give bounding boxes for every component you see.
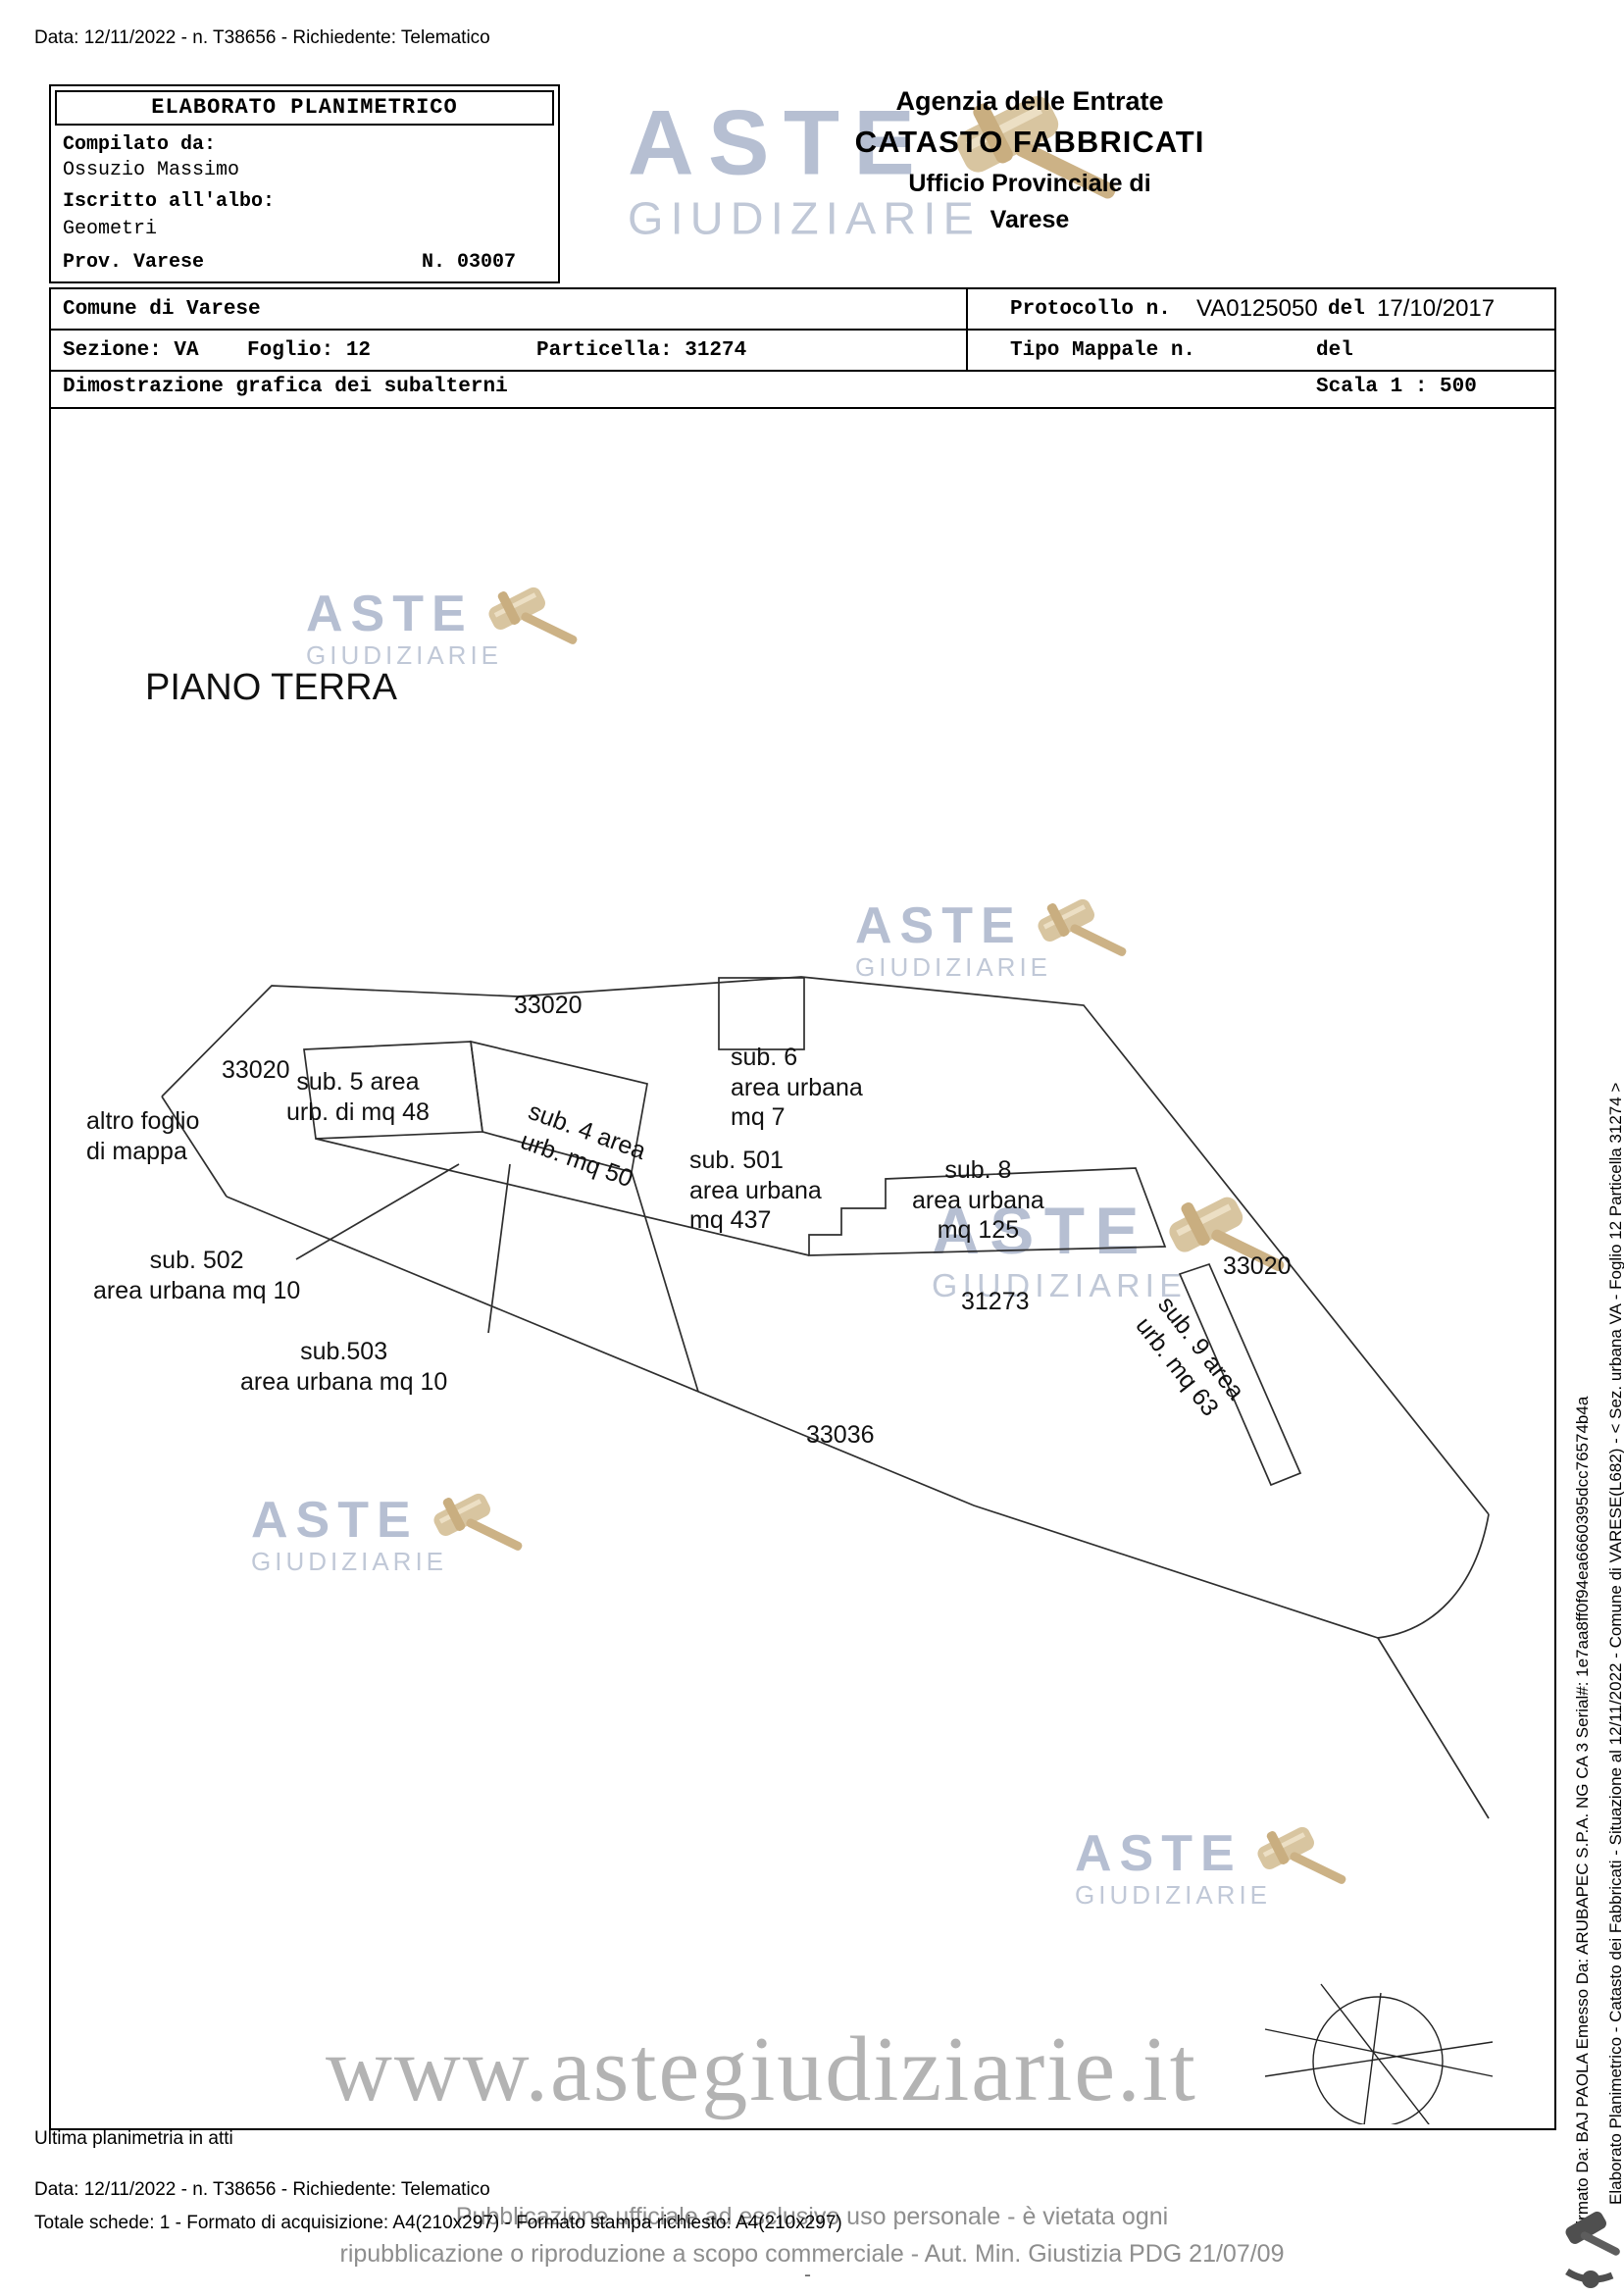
map-label-parcel-33020-left: 33020 <box>222 1056 290 1084</box>
albo-value: Geometri <box>63 218 158 240</box>
map-label-sub-8: sub. 8 area urbana mq 125 <box>912 1156 1044 1244</box>
foglio: Foglio: 12 <box>247 339 372 362</box>
comune: Comune di Varese <box>63 298 261 321</box>
sub-502-leader <box>295 1163 460 1260</box>
protocollo-label: Protocollo n. <box>1010 298 1171 321</box>
sub-501-divider <box>631 1171 699 1393</box>
survey-compass <box>1264 1983 1494 2124</box>
provincia-label: Prov. Varese <box>63 251 205 274</box>
ufficio-city: Varese <box>990 206 1070 233</box>
dimostrazione-label: Dimostrazione grafica dei subalterni <box>63 376 508 398</box>
compilato-value: Ossuzio Massimo <box>63 159 240 181</box>
scala-label: Scala 1 : 500 <box>1316 376 1477 398</box>
ufficio-provinciale: Ufficio Provinciale di <box>908 170 1151 197</box>
cadastral-info-band: Comune di Varese Sezione: VA Foglio: 12 … <box>49 287 1556 372</box>
plan-drawing-area <box>49 407 1556 2130</box>
compilato-label: Compilato da: <box>63 133 217 156</box>
strip-bottom-edge <box>315 1138 810 1256</box>
agency-name: Agenzia delle Entrate <box>895 86 1164 116</box>
protocollo-date: 17/10/2017 <box>1377 295 1496 322</box>
map-label-sub-502: sub. 502 area urbana mq 10 <box>93 1247 301 1304</box>
side-note-elaborato: Elaborato Planimetrico - Catasto dei Fab… <box>1606 1082 1624 2205</box>
protocollo-number: VA0125050 <box>1196 295 1318 322</box>
boundary-tail <box>1377 1637 1490 1819</box>
boundary-right-curve <box>1377 1513 1490 1639</box>
tipo-mappale-label: Tipo Mappale n. <box>1010 339 1196 362</box>
map-label-sub-6: sub. 6 area urbana mq 7 <box>731 1044 863 1131</box>
publication-notice-line1: Pubblicazione ufficiale ad esclusivo uso… <box>455 2203 1169 2230</box>
dimostrazione-row: Dimostrazione grafica dei subalterni Sca… <box>49 368 1556 409</box>
sub-9-outline <box>1178 1262 1302 1487</box>
publication-notice-line2: ripubblicazione o riproduzione a scopo c… <box>339 2240 1285 2268</box>
corner-gavel-icon <box>1565 2211 1620 2288</box>
boundary-left <box>161 1096 228 1198</box>
boundary-top <box>161 976 1490 1515</box>
sezione: Sezione: VA <box>63 339 199 362</box>
boundary-bottom <box>226 1196 1379 1639</box>
side-note-firmato: Firmato Da: BAJ PAOLA Emesso Da: ARUBAPE… <box>1573 1396 1592 2234</box>
footer-totale-line: Totale schede: 1 - Formato di acquisizio… <box>34 2213 842 2233</box>
map-label-altro-foglio-di-mappa: altro foglio di mappa <box>86 1107 200 1165</box>
sub-6-outline <box>718 977 805 1050</box>
map-label-floor-title: PIANO TERRA <box>145 667 397 708</box>
map-label-sub-5: sub. 5 area urb. di mq 48 <box>286 1068 430 1126</box>
document-title: ELABORATO PLANIMETRICO <box>55 90 554 126</box>
parcel-drawing <box>161 976 1494 2124</box>
map-label-parcel-33020-right: 33020 <box>1223 1252 1292 1280</box>
catasto-fabbricati: CATASTO FABBRICATI <box>854 125 1205 159</box>
sub-8-outline <box>808 1167 1167 1256</box>
map-label-parcel-31273: 31273 <box>961 1288 1030 1315</box>
tipo-mappale-del-label: del <box>1316 339 1353 362</box>
particella: Particella: 31274 <box>536 339 747 362</box>
band-divider-vertical <box>966 289 968 370</box>
protocollo-del-label: del <box>1328 298 1365 321</box>
map-label-sub-503: sub.503 area urbana mq 10 <box>240 1338 448 1396</box>
map-label-parcel-33020-top: 33020 <box>514 992 583 1019</box>
page-number-dash: - <box>804 2264 811 2286</box>
albo-number: N. 03007 <box>422 251 517 274</box>
sub-503-leader <box>487 1163 511 1334</box>
request-meta-line: Data: 12/11/2022 - n. T38656 - Richieden… <box>34 27 490 48</box>
map-label-sub-501: sub. 501 area urbana mq 437 <box>689 1147 822 1234</box>
ultima-planimetria-note: Ultima planimetria in atti <box>34 2128 233 2149</box>
footer-data-line: Data: 12/11/2022 - n. T38656 - Richieden… <box>34 2179 490 2200</box>
map-label-parcel-33036: 33036 <box>806 1421 875 1449</box>
agency-header: Agenzia delle Entrate CATASTO FABBRICATI… <box>785 86 1275 234</box>
band-divider-horizontal <box>51 329 1554 331</box>
compiler-box: ELABORATO PLANIMETRICO Compilato da: Oss… <box>49 84 560 283</box>
albo-label: Iscritto all'albo: <box>63 190 276 213</box>
